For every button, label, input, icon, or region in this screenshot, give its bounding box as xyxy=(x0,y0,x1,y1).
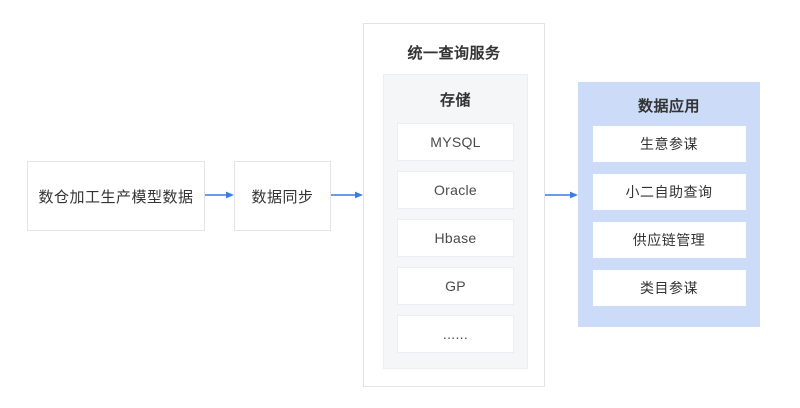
storage-item-label: GP xyxy=(445,278,466,294)
storage-item-list: MYSQL Oracle Hbase GP ...... xyxy=(384,123,527,353)
app-item-label: 生意参谋 xyxy=(640,136,698,152)
storage-item-label: Oracle xyxy=(433,182,478,198)
app-item: 小二自助查询 xyxy=(592,174,746,210)
storage-item: GP xyxy=(397,267,514,305)
arrow-sync-to-query-icon xyxy=(331,191,363,199)
panel-data-applications: 数据应用 生意参谋 小二自助查询 供应链管理 类目参谋 xyxy=(578,82,760,327)
app-item: 类目参谋 xyxy=(592,270,746,306)
app-item-label: 类目参谋 xyxy=(640,280,698,296)
app-item-list: 生意参谋 小二自助查询 供应链管理 类目参谋 xyxy=(578,126,760,306)
node-source-data: 数仓加工生产模型数据 xyxy=(27,161,205,231)
panel-query-service: 统一查询服务 存储 MYSQL Oracle Hbase xyxy=(363,23,545,387)
storage-item: Oracle xyxy=(397,171,514,209)
app-item: 供应链管理 xyxy=(592,222,746,258)
app-item-label: 供应链管理 xyxy=(632,232,706,248)
storage-item-label: MYSQL xyxy=(430,134,481,150)
query-service-title: 统一查询服务 xyxy=(407,45,501,62)
app-item: 生意参谋 xyxy=(592,126,746,162)
storage-item-label: ...... xyxy=(442,326,469,342)
node-sync-label: 数据同步 xyxy=(251,188,314,206)
storage-item: Hbase xyxy=(397,219,514,257)
panel-storage: 存储 MYSQL Oracle Hbase GP xyxy=(383,74,528,369)
arrow-query-to-apps-icon xyxy=(545,191,578,199)
node-source-label: 数仓加工生产模型数据 xyxy=(38,188,194,206)
node-data-sync: 数据同步 xyxy=(234,161,331,231)
storage-item: ...... xyxy=(397,315,514,353)
storage-item-label: Hbase xyxy=(434,230,477,246)
app-item-label: 小二自助查询 xyxy=(625,184,713,200)
storage-item: MYSQL xyxy=(397,123,514,161)
arrow-source-to-sync-icon xyxy=(205,191,234,199)
data-applications-title: 数据应用 xyxy=(637,98,700,115)
storage-title: 存储 xyxy=(439,92,471,109)
